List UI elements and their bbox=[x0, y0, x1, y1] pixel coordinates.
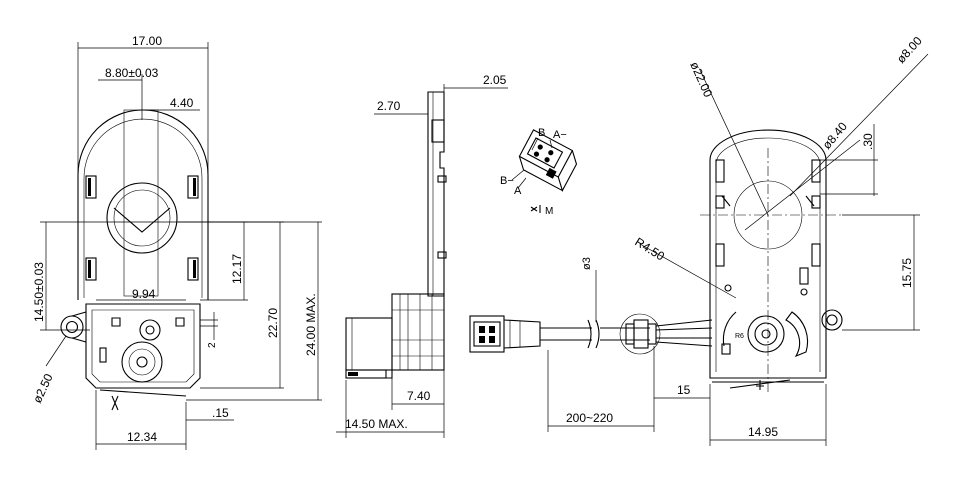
dim-22-70: 22.70 bbox=[266, 308, 280, 338]
pin-a-minus: A− bbox=[553, 129, 567, 141]
dim-15: 15 bbox=[677, 383, 691, 397]
dim-9-94: 9.94 bbox=[132, 287, 156, 301]
pin-b-left: B− bbox=[500, 175, 514, 187]
mark-r6: R6 bbox=[735, 333, 744, 340]
dim-0-15: .15 bbox=[212, 406, 229, 420]
cable-assembly bbox=[469, 313, 713, 355]
rear-plate-outline bbox=[709, 129, 827, 379]
dim-2-05: 2.05 bbox=[483, 73, 507, 87]
dim-200-220: 200~220 bbox=[566, 411, 613, 425]
dim-14-50-max: 14.50 MAX. bbox=[345, 417, 408, 431]
dim-7-40: 7.40 bbox=[407, 389, 431, 403]
gearbox-outline bbox=[85, 303, 201, 389]
dim-2: 2 bbox=[207, 342, 218, 348]
rear-view bbox=[700, 129, 843, 392]
dim-dia-3: ø3 bbox=[581, 257, 593, 270]
front-view bbox=[60, 109, 209, 411]
connector-caption: M bbox=[545, 206, 553, 217]
pin-a: A bbox=[514, 185, 522, 197]
grommet bbox=[619, 313, 661, 355]
cable-dimensions: ø3 200~220 15 bbox=[547, 257, 710, 432]
dim-2-70: 2.70 bbox=[377, 99, 401, 113]
dim-dia-22: ø22.00 bbox=[687, 60, 715, 100]
center-hole bbox=[106, 182, 178, 254]
dim-14-50: 14.50±0.03 bbox=[32, 262, 46, 322]
plug bbox=[469, 315, 505, 353]
dim-dia-8-00: ø8.00 bbox=[894, 34, 925, 66]
dim-12-34: 12.34 bbox=[127, 430, 157, 444]
dim-15-75: 15.75 bbox=[900, 258, 914, 288]
dim-dia-8-40: ø8.40 bbox=[820, 119, 851, 152]
dim-r-4-50: R4.50 bbox=[632, 235, 667, 264]
dim-24-00: 24.00 MAX. bbox=[304, 293, 318, 356]
dim-8-80: 8.80±0.03 bbox=[105, 66, 159, 80]
dim-12-17: 12.17 bbox=[230, 254, 244, 284]
rear-gear bbox=[747, 315, 785, 353]
dim-dia-2-50: ø2.50 bbox=[30, 371, 56, 405]
side-motor bbox=[345, 317, 393, 371]
dim-0-30: .30 bbox=[861, 133, 875, 150]
pin-b-top: B bbox=[538, 127, 545, 139]
dim-4-40: 4.40 bbox=[170, 96, 194, 110]
dim-14-95: 14.95 bbox=[748, 425, 778, 439]
side-plate bbox=[427, 91, 445, 297]
connector-detail bbox=[518, 129, 578, 193]
connector-labels: B A− B− A M bbox=[500, 127, 567, 217]
side-dimensions: 2.05 2.70 7.40 14.50 MAX. bbox=[336, 73, 508, 438]
side-view bbox=[345, 91, 447, 379]
dim-17: 17.00 bbox=[132, 34, 162, 48]
front-dimensions: 17.00 8.80±0.03 4.40 14.50±0.03 12.17 22… bbox=[30, 34, 322, 450]
mount-ear bbox=[60, 315, 84, 339]
